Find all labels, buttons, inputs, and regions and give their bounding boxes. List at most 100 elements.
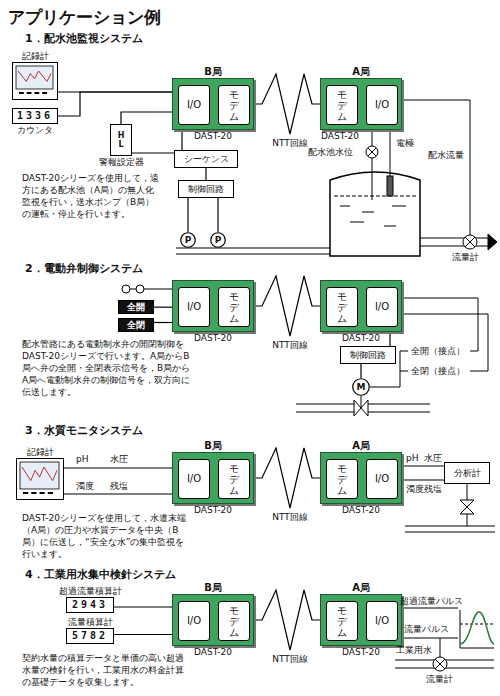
module-box: I/O — [178, 85, 210, 125]
recorder-box: 記録計 — [12, 62, 58, 100]
tank — [330, 172, 420, 256]
recorder-box: 記録計 — [16, 458, 64, 500]
node-caption: 警報設定器 — [99, 157, 144, 167]
station-box: モデムI/OA局DAST-20 — [320, 78, 402, 130]
recorder-chart — [17, 459, 62, 498]
signal-line — [398, 479, 444, 480]
node-text: モデム — [229, 463, 239, 496]
module-box: I/O — [366, 287, 398, 327]
equipment-circle: M — [352, 378, 370, 396]
signal-label: 配水流量 — [428, 150, 464, 161]
description-text: 配水管路にある電動制水弁の開閉制御をDAST-20シリーズで行います。A局からB… — [22, 338, 192, 398]
node-caption: カウンタ — [17, 125, 53, 135]
module-box: モデム — [218, 85, 250, 125]
node-caption: DAST-20 — [194, 131, 232, 141]
page-title: アプリケーション例 — [8, 6, 161, 29]
signal-label: 残塩 — [424, 484, 442, 495]
line-label: NTT回線 — [271, 654, 309, 665]
description-text: DAST-20シリーズを使用して，遠方にある配水池（A局）の無人化監視を行い，送… — [22, 172, 162, 220]
signal-label: 流量計 — [452, 252, 479, 263]
signal-line — [217, 198, 218, 232]
station-box: I/OモデムDAST-20 — [172, 280, 254, 332]
flow-meter — [463, 235, 477, 249]
signal-label: 配水池水位 — [308, 147, 353, 158]
node-caption: B局 — [204, 66, 222, 78]
equipment-circle: P — [180, 232, 196, 248]
module-box: モデム — [326, 85, 358, 125]
node-text: P — [215, 235, 222, 245]
recorder-trace — [22, 467, 57, 481]
signal-line — [187, 198, 188, 232]
signal-label: 濁度 — [76, 481, 94, 492]
water-level — [334, 196, 416, 197]
signal-line — [250, 448, 326, 508]
signal-line — [205, 168, 206, 180]
node-text: モデム — [229, 605, 239, 638]
signal-label: 水圧 — [424, 453, 442, 464]
node-caption: A局 — [352, 66, 370, 78]
signal-line — [64, 493, 178, 494]
counter-display: 超過流量積算計2943 — [66, 597, 114, 613]
signal-line — [132, 152, 174, 153]
node-text: 分析計 — [454, 468, 481, 478]
section-heading: 4．工業用水集中検針システム — [25, 568, 176, 581]
recorder-screen — [20, 462, 59, 489]
node-text: 全閉 — [127, 320, 145, 330]
circle-outline — [211, 233, 226, 248]
contact-wire — [370, 298, 488, 387]
node-text: モデム — [337, 463, 347, 496]
node-text: 2943 — [72, 599, 108, 611]
signal-line — [114, 606, 178, 607]
process-box: 制御回路 — [178, 180, 234, 198]
node-text: I/O — [187, 301, 201, 313]
node-caption: DAST-20 — [321, 131, 359, 141]
description-text: 契約水量の積算データと単価の高い超過水量の検針を行い，工業用水の料金計算の基礎デ… — [22, 652, 192, 688]
flow-curve — [460, 612, 494, 644]
signal-line — [114, 634, 178, 635]
recorder-trace — [18, 71, 51, 81]
module-box: モデム — [326, 459, 358, 499]
section-heading: 3．水質モニタシステム — [25, 424, 143, 437]
node-text: モデム — [229, 89, 239, 122]
station-box: モデムI/OA局DAST-20 — [320, 594, 402, 646]
node-caption: DAST-20 — [342, 333, 380, 343]
module-box: I/O — [366, 85, 398, 125]
recorder-chart — [13, 63, 56, 98]
signal-line — [250, 590, 326, 650]
section-heading: 2．電動弁制御システム — [25, 262, 143, 275]
line-label: NTT回線 — [271, 138, 309, 149]
node-caption: DAST-20 — [342, 505, 380, 515]
signal-label: 電極 — [396, 138, 414, 149]
node-text: I/O — [375, 615, 389, 627]
module-box: I/O — [178, 287, 210, 327]
node-text: 全開 — [127, 302, 145, 312]
process-box: 制御回路 — [340, 346, 396, 364]
module-box: I/O — [178, 601, 210, 641]
signal-line — [121, 112, 178, 124]
water-waves — [340, 206, 406, 226]
signal-label: 全開（接点） — [411, 346, 465, 357]
signal-label: 工業用水 — [396, 645, 432, 656]
signal-label: pH — [406, 453, 418, 464]
node-text: M — [357, 382, 366, 392]
signal-label: 水圧 — [110, 454, 128, 465]
outflow-pipe — [420, 238, 488, 246]
alarm-setter: HL警報設定器 — [110, 124, 132, 156]
motor-valve — [354, 396, 368, 416]
equipment-circle: P — [210, 232, 226, 248]
node-caption: B局 — [204, 440, 222, 452]
node-text: 1336 — [17, 110, 53, 122]
node-text: 制御回路 — [350, 350, 386, 360]
node-text: シーケンス — [184, 154, 229, 164]
station-box: I/OモデムB局DAST-20 — [172, 452, 254, 504]
node-text: I/O — [187, 99, 201, 111]
signal-label: 残塩 — [110, 481, 128, 492]
electrode — [387, 176, 393, 196]
node-caption: DAST-20 — [342, 647, 380, 657]
recorder-keys — [23, 492, 53, 494]
flow-meter-cross — [465, 237, 475, 247]
section-heading: 1．配水池監視システム — [25, 32, 143, 45]
counter-display: 1336カウンタ — [12, 108, 58, 124]
signal-line — [250, 276, 326, 336]
